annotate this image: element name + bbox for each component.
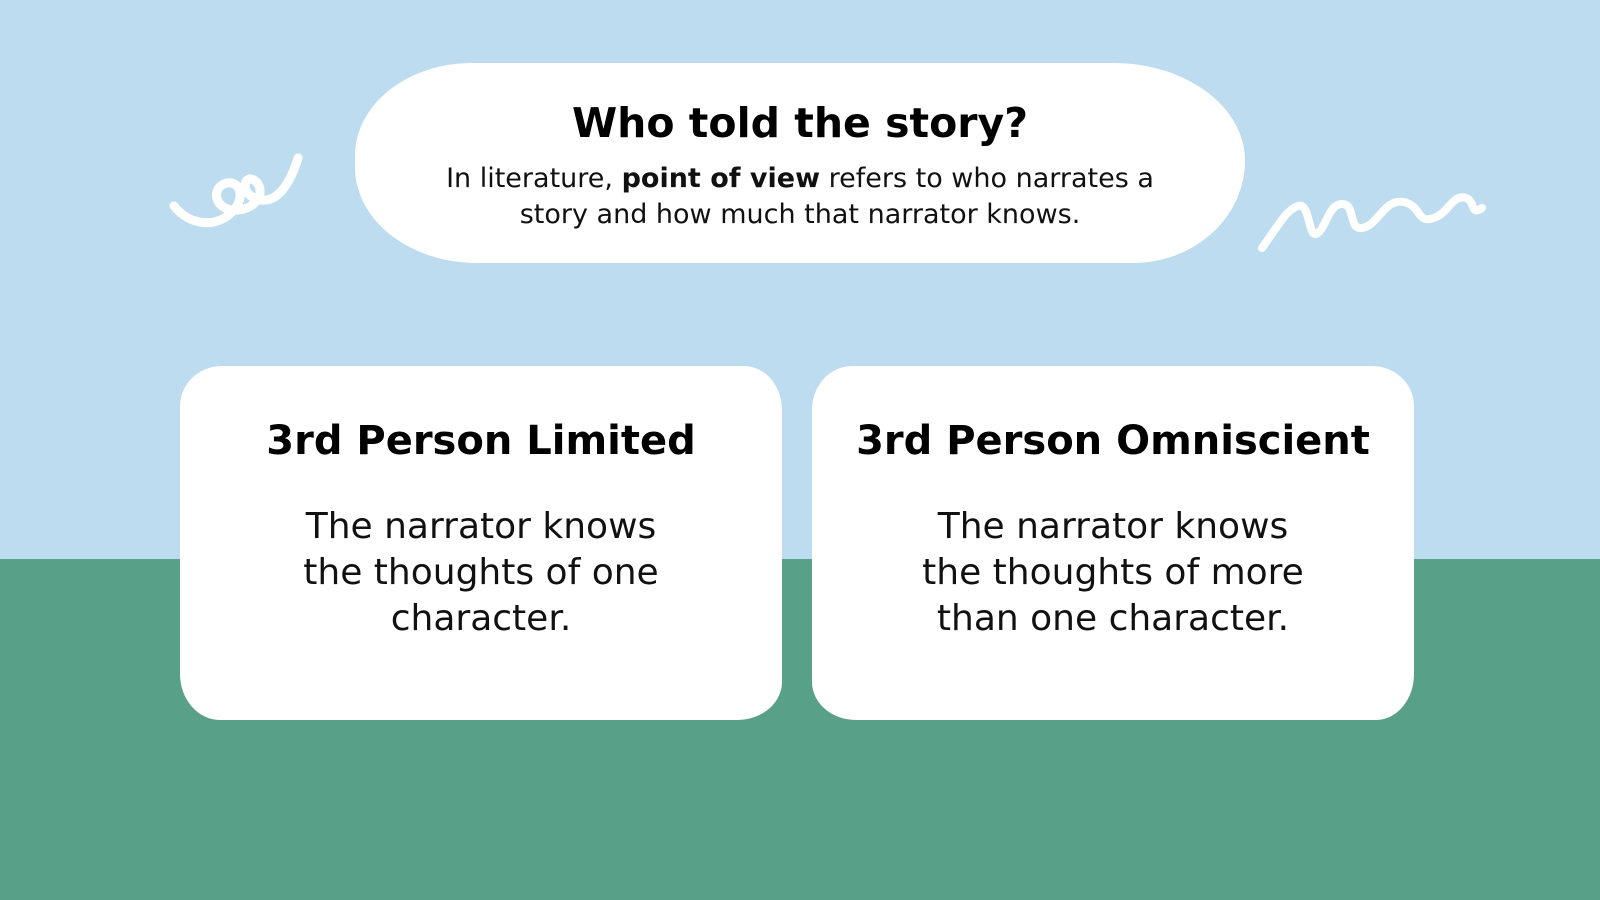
intro-text-start: In literature,: [446, 163, 613, 194]
squiggle-doodle-icon: [1258, 193, 1486, 252]
card-description: The narrator knows the thoughts of one c…: [303, 506, 659, 639]
card-title: 3rd Person Omniscient: [856, 418, 1370, 464]
intro-key-term: point of view: [621, 163, 821, 194]
curly-doodle-icon: [169, 153, 303, 228]
intro-text: In literature, point of view refers to w…: [445, 161, 1155, 233]
intro-text-end: refers to who narrates a story and how m…: [519, 163, 1154, 230]
page-title: Who told the story?: [571, 99, 1029, 147]
card-description: The narrator knows the thoughts of more …: [922, 506, 1304, 639]
card-third-person-omniscient: 3rd Person Omniscient The narrator knows…: [812, 366, 1414, 720]
card-third-person-limited: 3rd Person Limited The narrator knows th…: [180, 366, 782, 720]
card-title: 3rd Person Limited: [266, 418, 696, 464]
title-bubble: Who told the story? In literature, point…: [355, 63, 1245, 263]
